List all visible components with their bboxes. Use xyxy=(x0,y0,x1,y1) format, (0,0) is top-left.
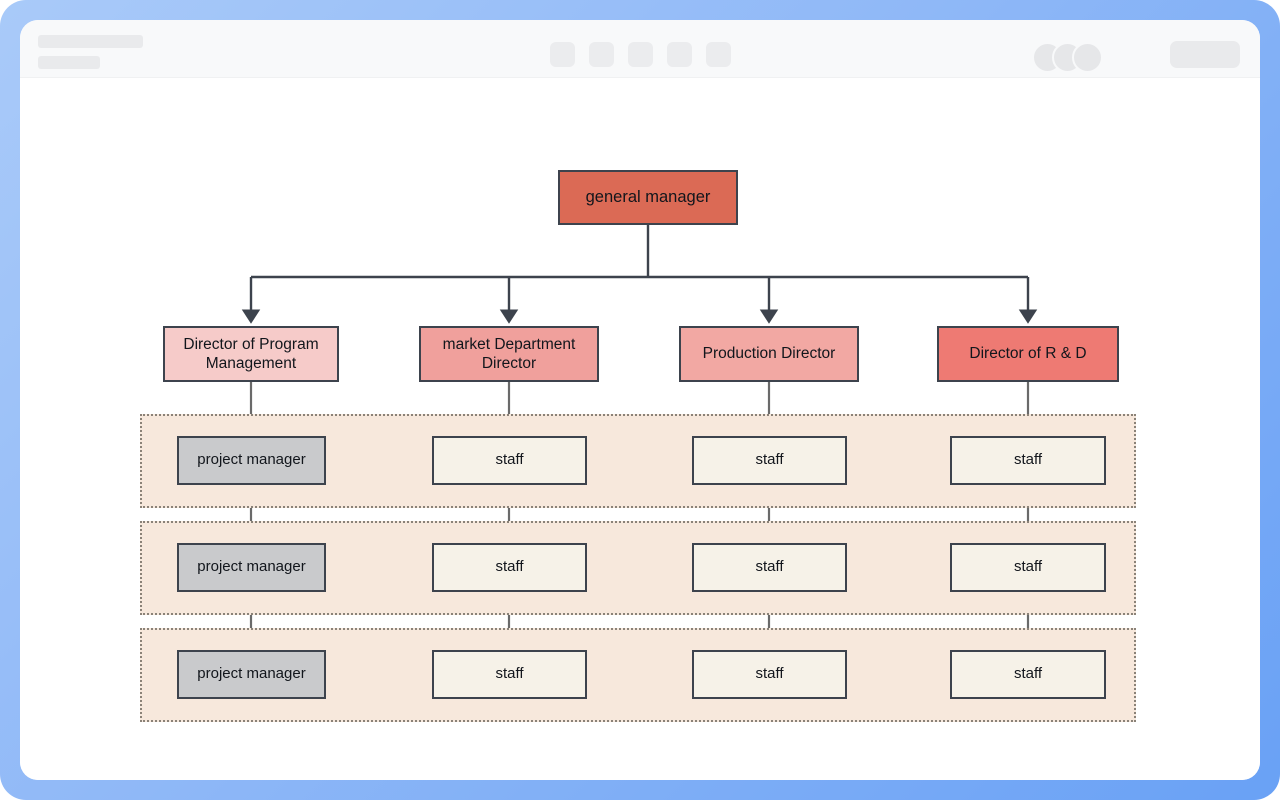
toolbar-action-button[interactable] xyxy=(1170,41,1240,68)
node-staff-2-4[interactable]: staff xyxy=(950,543,1106,592)
node-staff-2-2[interactable]: staff xyxy=(432,543,587,592)
node-director-of-r-and-d[interactable]: Director of R & D xyxy=(937,326,1119,382)
node-project-manager-3[interactable]: project manager xyxy=(177,650,326,699)
avatar-3[interactable] xyxy=(1072,42,1103,73)
node-market-department-director[interactable]: market Department Director xyxy=(419,326,599,382)
node-director-of-program-management[interactable]: Director of Program Management xyxy=(163,326,339,382)
node-staff-3-4[interactable]: staff xyxy=(950,650,1106,699)
node-staff-1-2[interactable]: staff xyxy=(432,436,587,485)
toolbar-tool-icon-4[interactable] xyxy=(667,42,692,67)
node-project-manager-1[interactable]: project manager xyxy=(177,436,326,485)
node-general-manager[interactable]: general manager xyxy=(558,170,738,225)
node-staff-2-3[interactable]: staff xyxy=(692,543,847,592)
toolbar-title-placeholder xyxy=(38,35,143,48)
toolbar-tool-icon-5[interactable] xyxy=(706,42,731,67)
diagram-canvas: general manager Director of Program Mana… xyxy=(20,78,1260,780)
toolbar xyxy=(20,20,1260,78)
node-staff-1-4[interactable]: staff xyxy=(950,436,1106,485)
node-staff-3-3[interactable]: staff xyxy=(692,650,847,699)
toolbar-tool-icon-3[interactable] xyxy=(628,42,653,67)
toolbar-tool-icon-2[interactable] xyxy=(589,42,614,67)
toolbar-tool-icon-1[interactable] xyxy=(550,42,575,67)
toolbar-subtitle-placeholder xyxy=(38,56,100,69)
app-window: general manager Director of Program Mana… xyxy=(20,20,1260,780)
node-staff-1-3[interactable]: staff xyxy=(692,436,847,485)
node-staff-3-2[interactable]: staff xyxy=(432,650,587,699)
node-project-manager-2[interactable]: project manager xyxy=(177,543,326,592)
node-production-director[interactable]: Production Director xyxy=(679,326,859,382)
